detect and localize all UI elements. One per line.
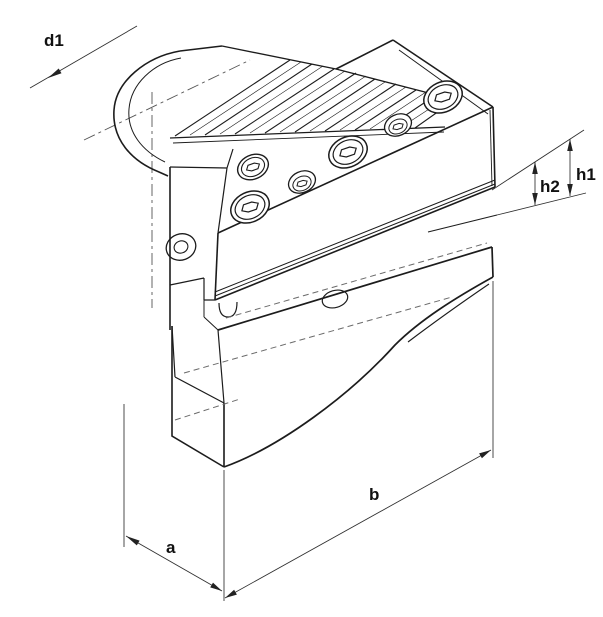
a-label: a — [166, 538, 176, 557]
dimension-h1-h2 — [491, 129, 587, 216]
countersunk-screw-1 — [287, 170, 317, 194]
a-arrowheads — [126, 536, 222, 591]
h1-arrow-up — [567, 139, 573, 151]
right-end-edge — [492, 106, 496, 188]
bar-left-face — [171, 326, 225, 468]
b-arrow-left — [225, 589, 237, 598]
shank-axis-center-line — [83, 59, 251, 141]
countersunk-screw-2 — [383, 113, 413, 137]
b-arrow-right — [479, 450, 491, 459]
seat-edge-right — [427, 214, 498, 233]
bar-bottom-silhouette — [223, 276, 494, 468]
socket-screw-small — [236, 153, 270, 181]
socket-screw-1 — [230, 190, 270, 224]
a-arrow-left — [126, 536, 140, 546]
top-face-screws — [230, 80, 463, 224]
rear-right-top-edge — [392, 39, 494, 108]
left-face-top-edge — [169, 148, 234, 169]
screw-head-inner — [388, 118, 408, 135]
serration-ridges — [174, 59, 450, 137]
d1-label: d1 — [44, 31, 64, 50]
h-extension-line-bottom — [496, 192, 587, 216]
shank-end-cap — [113, 45, 223, 177]
front-face-left-edge — [214, 232, 219, 301]
hidden-slot-line — [225, 242, 488, 319]
clamp-plate-bottom-edge — [214, 186, 496, 301]
b-dimension-line — [224, 449, 492, 599]
hex-socket-icon — [245, 162, 261, 172]
serration-groove-lines — [189, 61, 444, 136]
h-arrowheads — [532, 139, 573, 205]
screw-head-inner — [234, 194, 266, 220]
a-dimension-line — [125, 535, 223, 592]
h2-arrow-down — [532, 193, 538, 205]
center-lines — [83, 59, 251, 308]
left-face-front-edge — [217, 167, 228, 234]
clamp-plate-seam-lines — [214, 179, 496, 297]
a-arrow-right — [210, 582, 222, 591]
hidden-bar-line-short — [174, 398, 241, 421]
screw-head-inner — [292, 175, 312, 192]
counterbore-hole-inner — [173, 240, 189, 254]
screw-head-inner — [332, 139, 364, 165]
end-cap-top-edge — [179, 45, 223, 52]
socket-screw-3 — [423, 80, 463, 114]
notch-lower-edges — [203, 300, 219, 331]
right-end-edge-inner — [489, 109, 493, 187]
h2-label: h2 — [540, 177, 560, 196]
h1-arrow-down — [567, 184, 573, 196]
hidden-bar-line — [183, 296, 453, 374]
support-bar — [171, 214, 498, 468]
end-cap-chamfer-arc — [128, 57, 182, 163]
screw-head-inner — [427, 84, 459, 110]
dimension-b — [224, 281, 494, 599]
hex-socket-icon — [296, 179, 308, 188]
h-extension-line-top — [491, 129, 585, 191]
left-face-notch — [169, 277, 215, 301]
bar-right-end-edge — [491, 246, 494, 278]
b-arrowheads — [225, 450, 491, 598]
b-label: b — [369, 485, 379, 504]
dimension-a — [123, 404, 225, 601]
hex-socket-icon — [392, 122, 404, 131]
hex-socket-icon — [434, 91, 452, 103]
d1-arrowhead — [48, 68, 62, 78]
hex-socket-icon — [241, 201, 259, 213]
end-cap-outline — [113, 50, 181, 177]
rear-left-top-edge — [335, 39, 394, 70]
h1-label: h1 — [576, 165, 596, 184]
screw-head-inner — [240, 156, 266, 178]
d1-dimension-line — [29, 25, 138, 89]
dimension-d1: d1 — [29, 25, 138, 89]
counterbore-hole-outer — [165, 233, 197, 261]
bar-oval-hole — [321, 289, 349, 309]
h2-arrow-up — [532, 162, 538, 174]
bar-left-face-top-edge — [171, 325, 225, 404]
socket-screw-2 — [328, 135, 368, 169]
bar-top-front-edge — [217, 246, 493, 331]
hex-socket-icon — [339, 146, 357, 158]
hidden-lines — [174, 242, 488, 421]
bar-relief-bend-edge — [407, 283, 490, 343]
clamp-peg — [218, 301, 238, 318]
